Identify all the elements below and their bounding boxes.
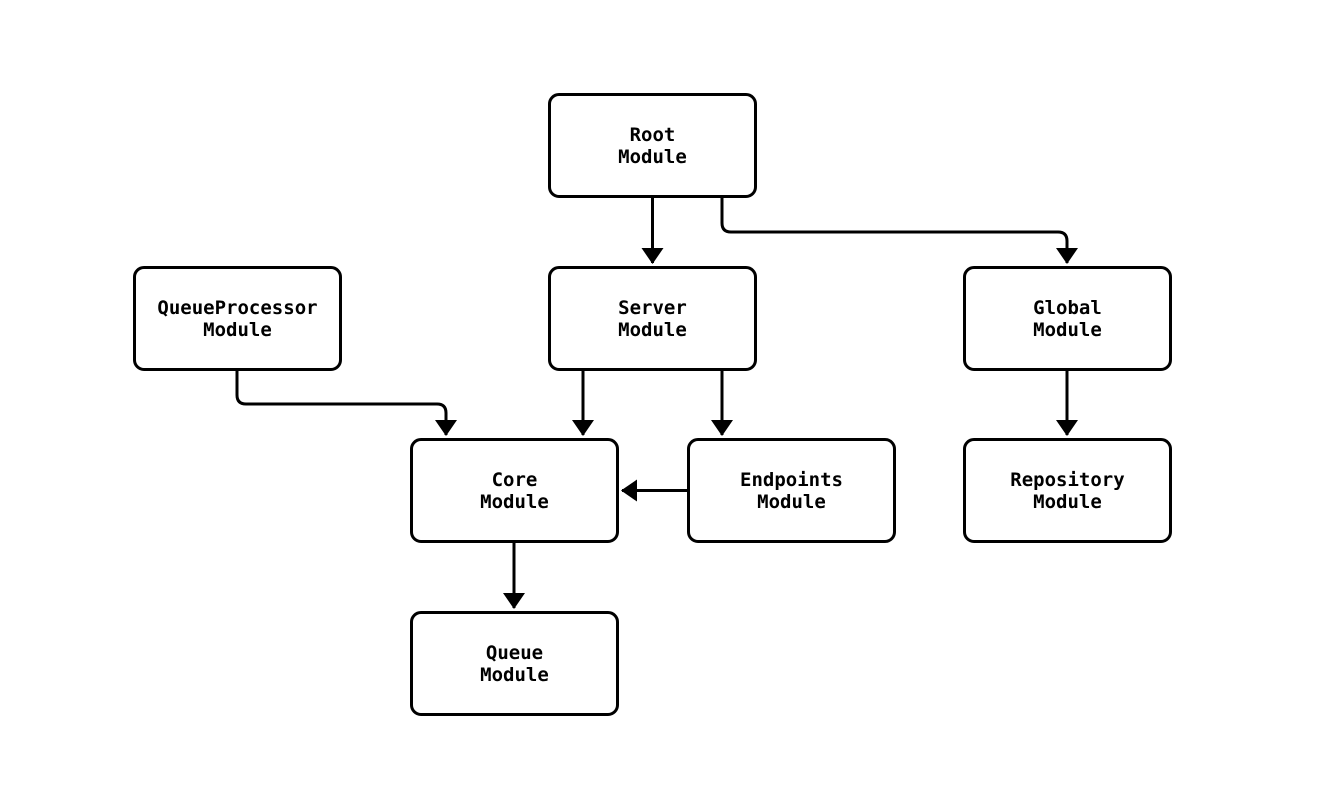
node-server-module: Server Module [548,266,757,371]
node-core-module: Core Module [410,438,619,543]
node-endpoints-module: Endpoints Module [687,438,896,543]
node-root-module-label: Root Module [618,123,687,168]
edge-root-to-global [720,198,1078,264]
node-global-module-label: Global Module [1033,296,1102,341]
node-queueprocessor-module-label: QueueProcessor Module [157,296,318,341]
edge-queueprocessor-to-core [235,371,457,436]
node-queue-module: Queue Module [410,611,619,716]
node-queueprocessor-module: QueueProcessor Module [133,266,342,371]
node-global-module: Global Module [963,266,1172,371]
node-queue-module-label: Queue Module [480,641,549,686]
node-repository-module-label: Repository Module [1010,468,1125,513]
node-root-module: Root Module [548,93,757,198]
node-core-module-label: Core Module [480,468,549,513]
node-repository-module: Repository Module [963,438,1172,543]
node-server-module-label: Server Module [618,296,687,341]
node-endpoints-module-label: Endpoints Module [740,468,843,513]
